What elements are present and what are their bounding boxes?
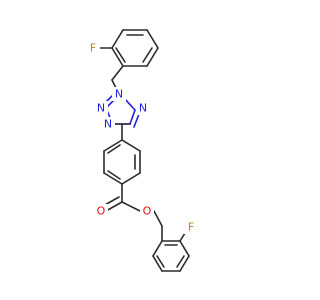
- bottom-fluorophenyl-ring: [152, 240, 190, 272]
- carbonyl-ester-o-bond: [121, 201, 141, 212]
- central-phenylene-ring: [103, 139, 141, 185]
- molecule-structure: F N N N N O O F: [86, 29, 198, 272]
- oxygen-ester-bg: [140, 204, 154, 218]
- oxygen-ester-label: O: [143, 205, 152, 218]
- n4-bg: [101, 117, 115, 131]
- fluorine-top-bg: [86, 41, 100, 55]
- ester-o-ch2-bond: [153, 210, 163, 227]
- nitrogen-n4-label: N: [104, 118, 112, 131]
- n3-bg: [94, 101, 108, 115]
- nitrogen-n1-label: N: [97, 102, 105, 115]
- n1-bg: [112, 87, 126, 101]
- fluorine-bottom-bg: [184, 220, 198, 234]
- nitrogen-n2-label: N: [115, 88, 123, 101]
- top-fluorophenyl-ring: [111, 29, 159, 67]
- fluorine-top-label: F: [90, 42, 96, 55]
- n2-bg: [136, 101, 150, 115]
- oxygen-carbonyl-label: O: [97, 205, 106, 218]
- fluorine-bottom-label: F: [188, 221, 194, 234]
- oxygen-carbonyl-bg: [94, 204, 108, 218]
- benzyl-ch2-bond-top: [111, 65, 124, 81]
- carbonyl-double-bond-a: [105, 201, 123, 212]
- molecule-canvas: F N N N N O O F: [86, 29, 198, 272]
- nitrogen-n3-label: N: [139, 102, 147, 115]
